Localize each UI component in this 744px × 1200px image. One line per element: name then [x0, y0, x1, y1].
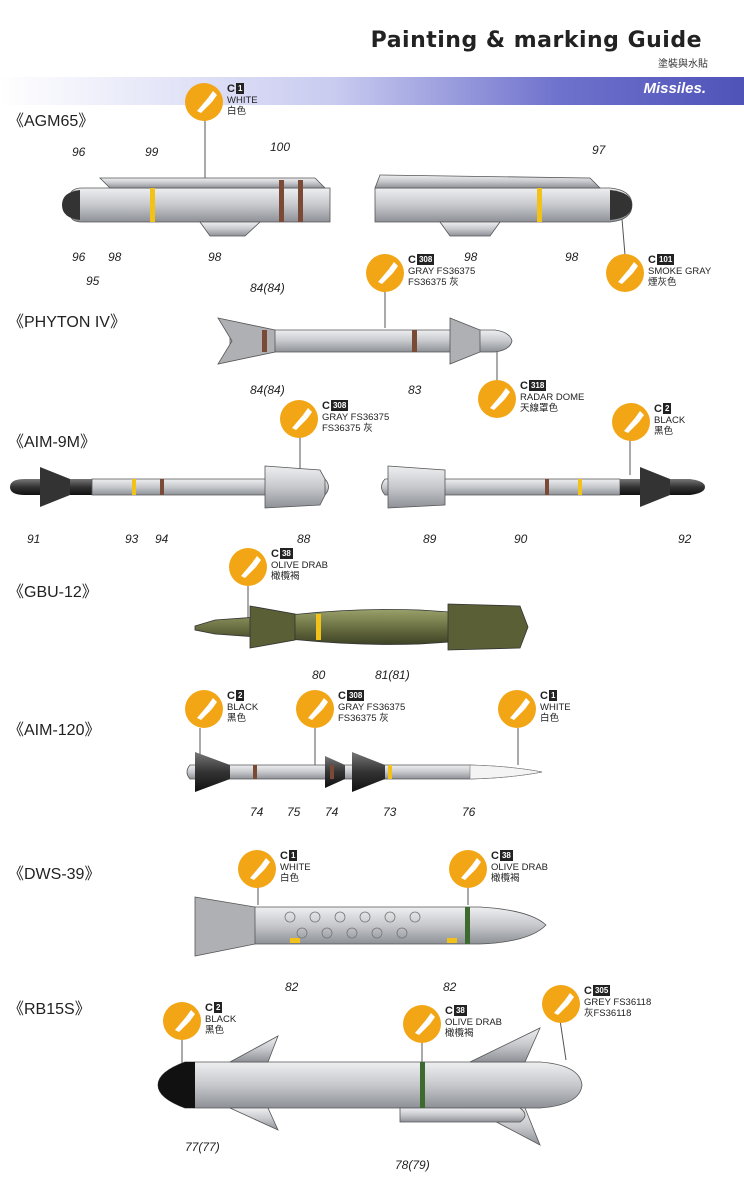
part-number: 78(79): [395, 1158, 430, 1172]
paint-brush-icon: [498, 690, 536, 728]
paint-brush-icon: [163, 1002, 201, 1040]
part-number: 75: [287, 805, 301, 819]
paint-brush-icon: [612, 403, 650, 441]
page-subtitle: 塗裝與水貼: [658, 59, 708, 70]
paint-brush-icon: [185, 690, 223, 728]
section-label-phyton: 《PHYTON IV》: [8, 314, 126, 331]
section-label-rb15s: 《RB15S》: [8, 1001, 91, 1018]
part-number: 99: [145, 145, 159, 159]
part-number: 82: [443, 980, 457, 994]
part-number: 80: [312, 668, 326, 682]
paint-brush-icon: [366, 254, 404, 292]
paint-brush-icon: [403, 1005, 441, 1043]
part-number: 89: [423, 532, 437, 546]
part-number: 77(77): [185, 1140, 220, 1154]
part-number: 93: [125, 532, 139, 546]
part-number: 73: [383, 805, 397, 819]
part-number: 98: [108, 250, 122, 264]
part-number: 90: [514, 532, 528, 546]
section-label-dws39: 《DWS-39》: [8, 866, 101, 883]
part-number: 91: [27, 532, 41, 546]
paint-brush-icon: [296, 690, 334, 728]
section-label-aim9m: 《AIM-9M》: [8, 434, 97, 451]
part-number: 84(84): [250, 281, 285, 295]
paint-brush-icon: [478, 380, 516, 418]
part-number: 98: [565, 250, 579, 264]
part-number: 76: [462, 805, 476, 819]
section-label-aim120: 《AIM-120》: [8, 722, 101, 739]
banner-text: Missiles.: [643, 80, 706, 97]
part-number: 74: [325, 805, 339, 819]
paint-brush-icon: [280, 400, 318, 438]
paint-brush-icon: [238, 850, 276, 888]
section-banner: [0, 77, 744, 105]
part-number: 82: [285, 980, 299, 994]
part-number: 81(81): [375, 668, 410, 682]
part-number: 96: [72, 250, 86, 264]
page-title: Painting & marking Guide: [370, 28, 702, 53]
part-number: 97: [592, 143, 606, 157]
section-label-agm65: 《AGM65》: [8, 113, 95, 130]
part-number: 94: [155, 532, 169, 546]
part-number: 74: [250, 805, 264, 819]
part-number: 92: [678, 532, 692, 546]
paint-brush-icon: [606, 254, 644, 292]
part-number: 95: [86, 274, 100, 288]
part-number: 88: [297, 532, 311, 546]
part-number: 83: [408, 383, 422, 397]
paint-brush-icon: [185, 83, 223, 121]
section-label-gbu12: 《GBU-12》: [8, 584, 98, 601]
paint-brush-icon: [542, 985, 580, 1023]
part-number: 98: [464, 250, 478, 264]
paint-brush-icon: [449, 850, 487, 888]
part-number: 84(84): [250, 383, 285, 397]
part-number: 100: [270, 140, 291, 154]
part-number: 98: [208, 250, 222, 264]
part-number: 96: [72, 145, 86, 159]
paint-brush-icon: [229, 548, 267, 586]
